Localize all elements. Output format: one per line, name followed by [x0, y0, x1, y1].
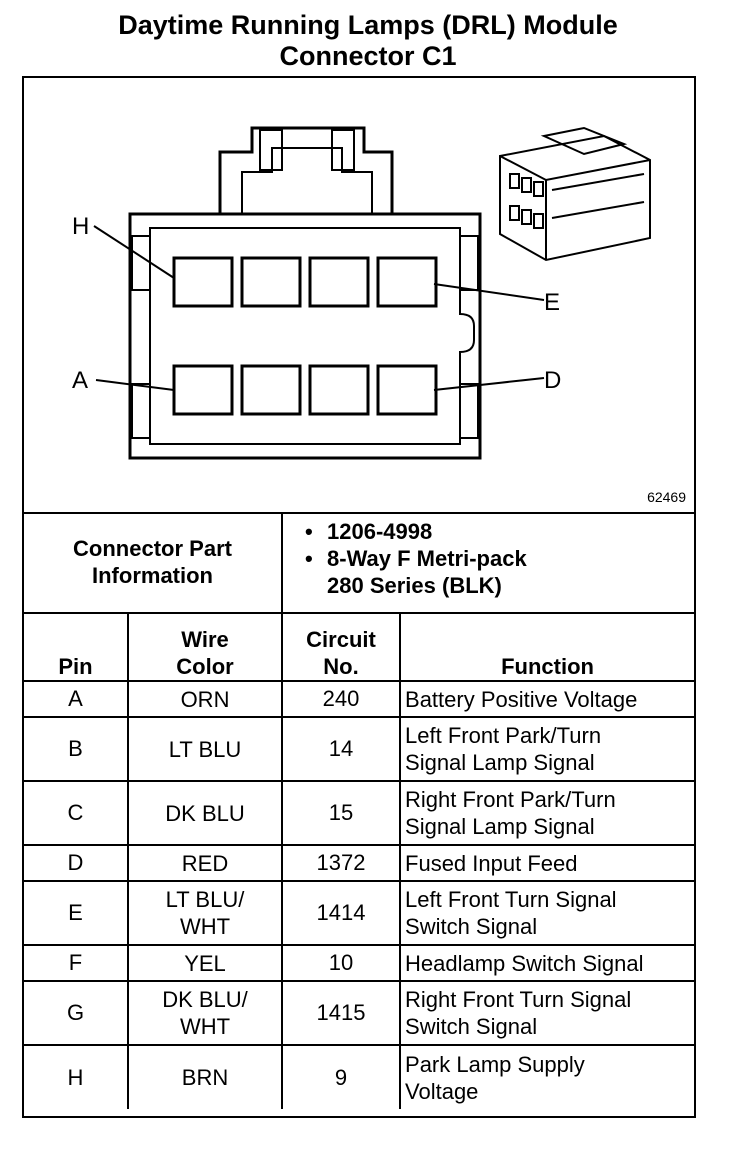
pin-cell: B — [24, 716, 129, 782]
wire-color-cell: DK BLU — [126, 780, 284, 846]
circuit-cell: 9 — [281, 1044, 402, 1109]
part-info-row: Connector Part Information 1206-4998 8-W… — [24, 512, 695, 614]
part-info-values: 1206-4998 8-Way F Metri-pack 280 Series … — [281, 512, 695, 614]
wire-color-cell: ORN — [126, 681, 284, 718]
function-cell: Battery Positive Voltage — [399, 681, 695, 718]
connector-series: 280 Series (BLK) — [327, 573, 502, 598]
connector-face-drawing: H E A D — [72, 126, 651, 460]
part-info-label: Connector Part Information — [24, 512, 284, 614]
circuit-cell: 15 — [281, 780, 402, 846]
circuit-cell: 10 — [281, 944, 402, 982]
connector-sheet: H E A D 62469 Connector Part Information… — [22, 76, 696, 1118]
function-header: Function — [399, 612, 695, 682]
wire-color-cell: YEL — [126, 944, 284, 982]
pin-label-a: A — [72, 367, 88, 394]
connector-diagram: H E A D 62469 — [24, 78, 694, 514]
page-subtitle: Connector C1 — [279, 41, 457, 71]
circuit-cell: 1415 — [281, 980, 402, 1046]
pin-cell: G — [24, 980, 129, 1046]
wire-color-cell: DK BLU/WHT — [126, 980, 284, 1046]
pin-label-d: D — [544, 367, 561, 394]
circuit-cell: 240 — [281, 681, 402, 718]
pin-cell: D — [24, 844, 129, 882]
circuit-cell: 14 — [281, 716, 402, 782]
wire-color-cell: LT BLU — [126, 716, 284, 782]
connector-type: 8-Way F Metri-pack — [287, 545, 690, 572]
pin-cell: C — [24, 780, 129, 846]
pin-cell: H — [24, 1044, 129, 1109]
part-number: 1206-4998 — [287, 518, 690, 545]
pin-label-e: E — [544, 289, 560, 316]
wire-color-cell: BRN — [126, 1044, 284, 1109]
pin-cell: A — [24, 681, 129, 718]
pin-cell: E — [24, 880, 129, 946]
figure-number: 62469 — [647, 489, 686, 505]
function-cell: Fused Input Feed — [399, 844, 695, 882]
wire-color-cell: RED — [126, 844, 284, 882]
circuit-cell: 1372 — [281, 844, 402, 882]
pin-label-h: H — [72, 213, 89, 240]
pin-cell: F — [24, 944, 129, 982]
connector-table: Connector Part Information 1206-4998 8-W… — [24, 512, 695, 1109]
wire-color-cell: LT BLU/WHT — [126, 880, 284, 946]
circuit-cell: 1414 — [281, 880, 402, 946]
page-title: Daytime Running Lamps (DRL) Module — [118, 10, 618, 40]
pin-header: Pin — [24, 612, 129, 682]
function-cell: Headlamp Switch Signal — [399, 944, 695, 982]
